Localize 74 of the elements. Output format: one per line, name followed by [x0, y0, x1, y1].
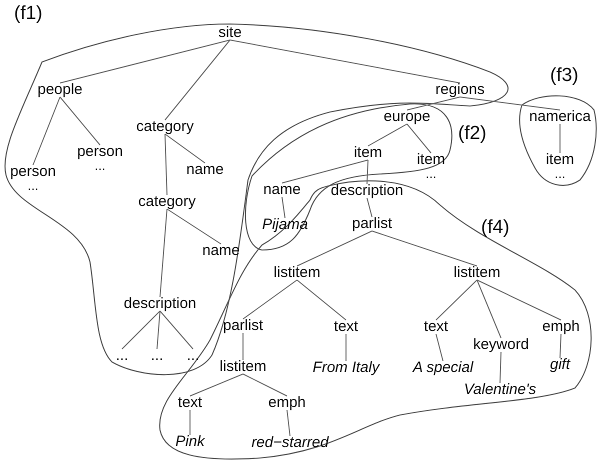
element-label: person: [10, 164, 56, 180]
ellipsis-text: ...: [426, 168, 436, 180]
element-label: text: [178, 395, 202, 411]
element-label: emph: [542, 319, 580, 335]
tree-edge: [372, 230, 478, 266]
element-label: description: [330, 183, 404, 199]
text-value: From Italy: [312, 360, 380, 376]
tree-edge: [476, 280, 502, 338]
element-label: name: [263, 182, 301, 198]
tree-edge: [476, 280, 562, 320]
element-label: item: [546, 152, 574, 168]
element-label: regions: [435, 82, 485, 98]
element-label: keyword: [473, 337, 529, 353]
tree-edge: [560, 334, 562, 358]
tree-edge: [60, 40, 230, 84]
element-label: text: [424, 319, 448, 335]
element-label: europe: [384, 109, 430, 125]
tree-edge: [156, 310, 160, 350]
element-label: person: [77, 144, 123, 160]
tree-edge: [286, 410, 290, 436]
element-label: item: [416, 152, 446, 168]
fragment-label: (f4): [481, 218, 510, 237]
element-label: people: [37, 82, 83, 98]
element-label: listitem: [454, 265, 500, 281]
tree-edge: [32, 96, 60, 166]
text-value: A special: [412, 360, 474, 376]
element-label: emph: [268, 395, 306, 411]
element-label: parlist: [352, 216, 392, 232]
ellipsis-text: ...: [554, 168, 566, 180]
element-label: description: [124, 296, 196, 312]
tree-edge: [366, 198, 372, 218]
element-label: item: [354, 145, 382, 161]
tree-edge: [406, 96, 460, 110]
tree-edge: [164, 40, 230, 120]
ellipsis-text: ...: [28, 180, 38, 192]
element-label: text: [334, 319, 358, 335]
tree-edge: [242, 374, 288, 396]
tree-edge: [164, 134, 206, 164]
tree-edge: [160, 208, 168, 298]
tree-edge: [230, 40, 460, 84]
fragment-label: (f1): [14, 4, 42, 23]
element-label: namerica: [529, 109, 591, 125]
element-label: ...: [116, 348, 128, 364]
element-label: parlist: [223, 318, 263, 334]
text-value: Pink: [175, 434, 205, 450]
tree-edge: [436, 280, 478, 320]
element-label: category: [138, 194, 196, 210]
tree-edge: [190, 374, 244, 396]
element-label: listitem: [220, 359, 266, 375]
text-value: red−starred: [251, 435, 329, 451]
element-label: category: [136, 119, 194, 135]
tree-edge: [500, 352, 502, 384]
element-label: ...: [150, 348, 164, 364]
tree-edge: [242, 280, 298, 320]
ellipsis-text: ...: [94, 160, 106, 172]
tree-edge: [296, 230, 372, 266]
tree-edge: [164, 134, 168, 196]
tree-edge: [436, 334, 444, 362]
element-label: listitem: [274, 265, 320, 281]
tree-edge: [282, 160, 368, 184]
fragment-label: (f2): [458, 124, 486, 143]
tree-edge: [460, 96, 560, 110]
tree-edge: [368, 124, 408, 146]
tree-edge: [296, 280, 346, 320]
tree-edge: [60, 96, 100, 146]
tree-edge: [242, 332, 244, 360]
tree-edge: [282, 196, 286, 218]
element-label: name: [186, 162, 224, 178]
text-value: gift: [550, 357, 570, 373]
tree-edge: [166, 208, 222, 244]
tree-edge: [366, 160, 368, 184]
element-label: site: [218, 25, 242, 41]
fragment-label: (f3): [550, 66, 578, 85]
text-value: Valentine's: [464, 382, 536, 398]
